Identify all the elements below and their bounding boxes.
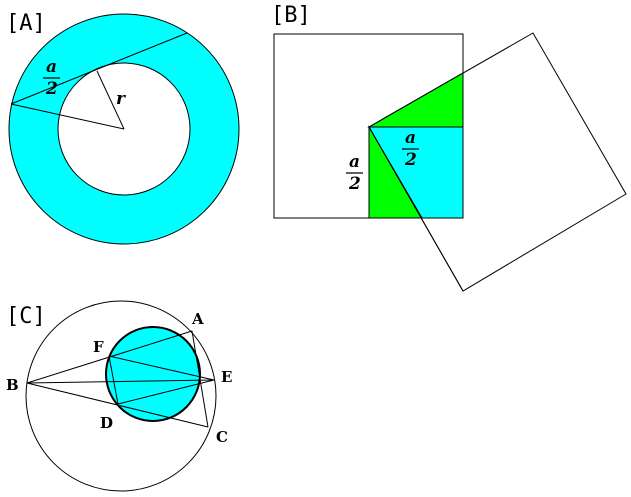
segment-A-C — [191, 330, 209, 428]
point-label-C: C — [216, 428, 228, 446]
tangent-chord — [10, 32, 188, 105]
half-a-numerator: a — [46, 57, 57, 77]
radius-to-outer-point — [10, 103, 125, 130]
point-label-A: A — [191, 310, 204, 328]
segment-F-E — [108, 355, 215, 381]
rotated-edge-lower — [368, 126, 464, 292]
half-a-left-numerator: a — [349, 152, 360, 172]
segment-D-E — [117, 379, 215, 405]
panel-b-label: [B] — [271, 3, 311, 28]
rotated-edge-upper — [368, 72, 464, 128]
point-label-E: E — [221, 368, 232, 386]
panel-c: [C] A B C D E F — [6, 300, 232, 492]
panel-b: [B] a 2 a 2 — [271, 3, 627, 292]
segment-B-E — [26, 379, 215, 384]
panel-a: [A] a 2 r — [6, 11, 240, 245]
panel-a-label: [A] — [6, 11, 46, 36]
half-a-denominator: 2 — [45, 79, 58, 99]
radius-to-tangent-point — [96, 70, 125, 130]
panel-c-label: [C] — [6, 304, 46, 329]
half-a-right-numerator: a — [405, 128, 416, 148]
radius-label: r — [116, 89, 126, 109]
outer-circle — [25, 300, 217, 492]
point-label-B: B — [6, 376, 19, 394]
point-label-D: D — [100, 414, 113, 432]
point-label-F: F — [93, 338, 104, 356]
segment-F-D — [108, 355, 119, 405]
segment-B-C — [26, 382, 209, 428]
half-a-left-denominator: 2 — [348, 174, 361, 194]
half-a-right-denominator: 2 — [404, 150, 417, 170]
